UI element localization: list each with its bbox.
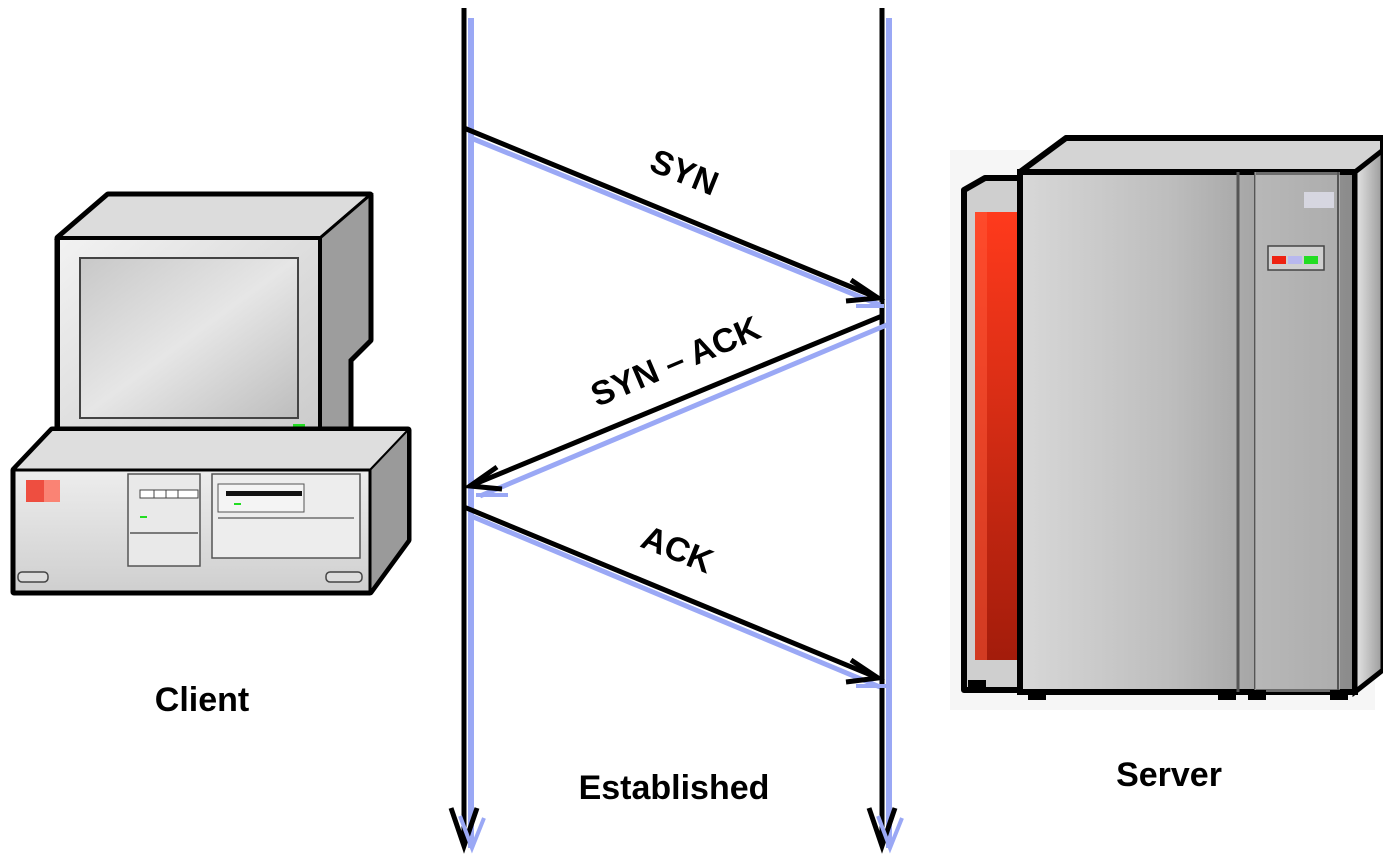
server-rack-icon: [950, 135, 1383, 710]
client-label: Client: [155, 681, 249, 719]
syn-label: SYN: [645, 142, 724, 203]
server-lifeline: [866, 8, 904, 854]
server-label: Server: [1116, 756, 1222, 794]
ack-label: ACK: [636, 518, 719, 581]
syn-ack-arrow: [463, 313, 890, 499]
client-lifeline: [448, 8, 486, 854]
syn-arrow: [463, 125, 886, 308]
established-label: Established: [579, 769, 770, 807]
desktop-computer-icon: [10, 191, 412, 596]
ack-arrow: [463, 504, 886, 690]
